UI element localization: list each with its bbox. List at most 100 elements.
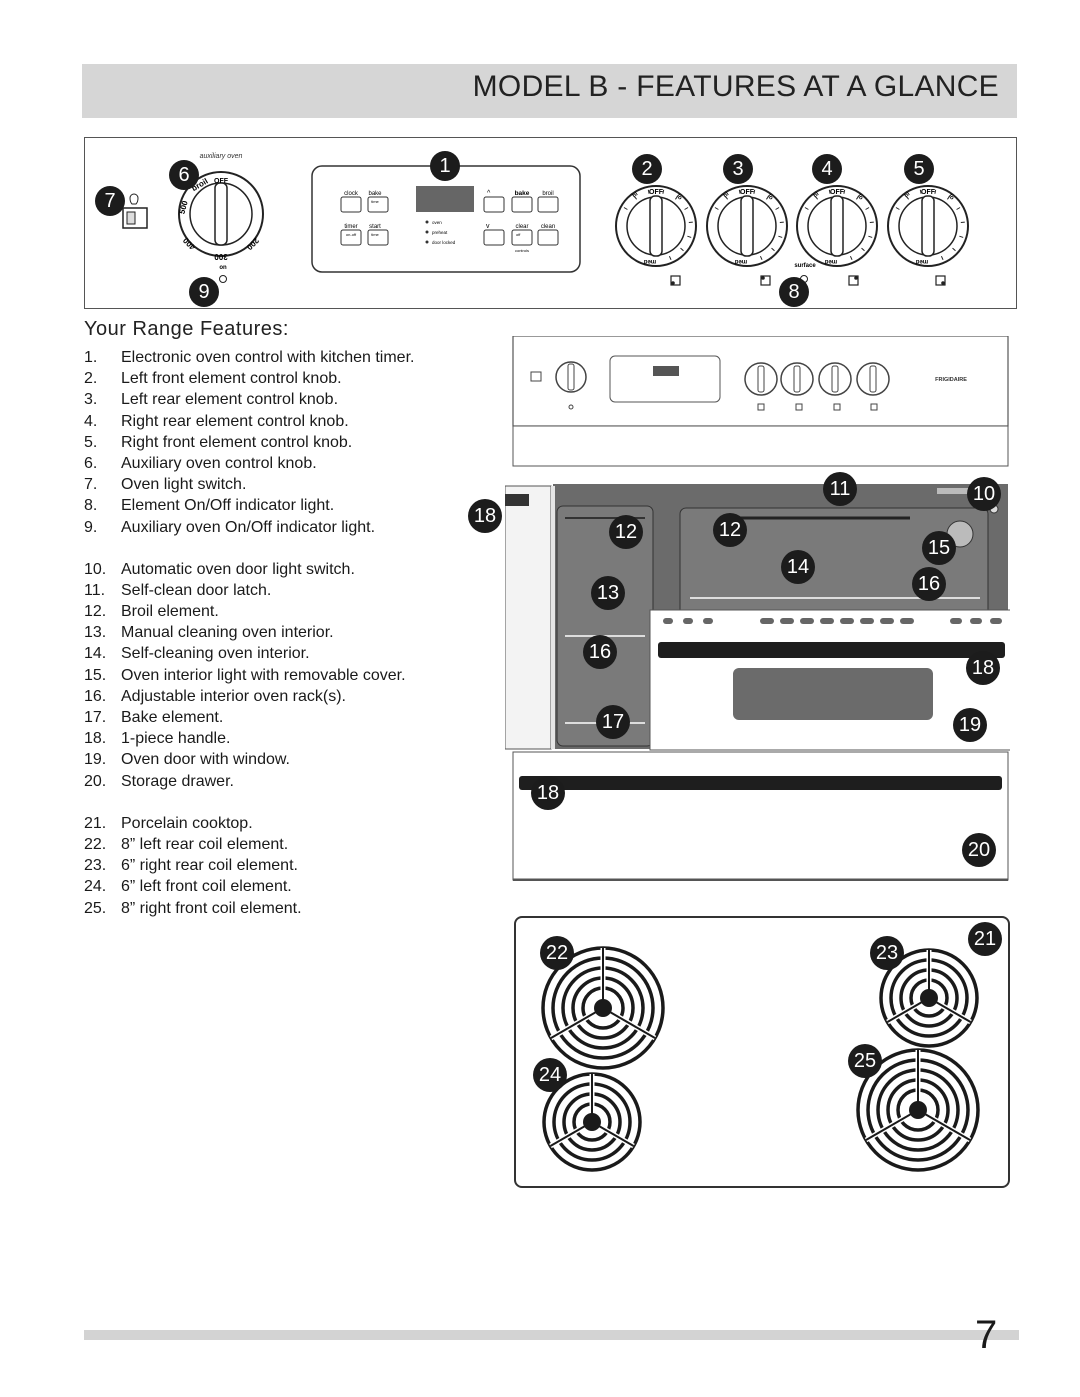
- feature-item: 21. Porcelain cooktop.: [84, 813, 414, 834]
- feature-text: Right front element control knob.: [121, 433, 353, 451]
- callout-5: 5: [904, 154, 934, 184]
- feature-item: 18.1-piece handle.: [84, 728, 414, 749]
- callout-25: 25: [848, 1044, 882, 1078]
- feature-text: 6” left front coil element.: [121, 878, 292, 896]
- feature-item: 1.Electronic oven control with kitchen t…: [84, 347, 414, 368]
- feature-text: Oven interior light with removable cover…: [121, 666, 406, 684]
- feature-number: 24.: [84, 878, 107, 896]
- feature-number: 17.: [84, 709, 107, 726]
- callout-17: 17: [596, 705, 630, 739]
- feature-number: 15.: [84, 666, 107, 684]
- callout-24: 24: [533, 1058, 567, 1092]
- feature-number: 14.: [84, 645, 107, 663]
- light-bulb-icon: [129, 193, 139, 205]
- feature-text: Left front element control knob.: [121, 370, 342, 388]
- svg-text:on-off: on-off: [346, 232, 357, 237]
- svg-text:hi: hi: [812, 191, 820, 199]
- feature-text: Oven door with window.: [121, 751, 290, 769]
- svg-text:bake: bake: [515, 190, 530, 197]
- aux-knob-300: 300: [214, 252, 228, 261]
- svg-text:timer: timer: [344, 224, 357, 230]
- feature-text: Self-clean door latch.: [121, 581, 272, 599]
- feature-text: Automatic oven door light switch.: [121, 560, 355, 578]
- feature-number: 6.: [84, 454, 98, 472]
- aux-knob-500: 500: [178, 199, 190, 215]
- callout-22: 22: [540, 936, 574, 970]
- feature-number: 5.: [84, 433, 98, 451]
- feature-item: 20.Storage drawer.: [84, 771, 414, 792]
- feature-item: 23.6” right rear coil element.: [84, 855, 414, 876]
- feature-item: 3.Left rear element control knob.: [84, 389, 414, 410]
- feature-item: 2.Left front element control knob.: [84, 368, 414, 389]
- callout-20: 20: [962, 833, 996, 867]
- feature-text: Bake element.: [121, 709, 224, 726]
- callout-14: 14: [781, 550, 815, 584]
- coil-element-24: [542, 1072, 642, 1172]
- brand-label: FRIGIDAIRE: [935, 377, 967, 383]
- feature-item: 11.Self-clean door latch.: [84, 580, 414, 601]
- feature-item: 24. 6” left front coil element.: [84, 876, 414, 897]
- drawer-handle: [519, 776, 1002, 790]
- callout-13: 13: [591, 576, 625, 610]
- range-front-drawing: FRIGIDAIRE: [504, 335, 1016, 882]
- svg-text:lo: lo: [856, 193, 864, 201]
- coil-element-23: [879, 948, 979, 1048]
- svg-text:clock: clock: [344, 191, 359, 197]
- element-position-icon-1: [670, 275, 681, 286]
- feature-item: 8.Element On/Off indicator light.: [84, 495, 414, 516]
- svg-text:bake: bake: [368, 191, 382, 197]
- element-position-icon-3: [848, 275, 859, 286]
- callout-15: 15: [922, 531, 956, 565]
- range-front-illustration: FRIGIDAIRE 10 11 12 12 13 14 15: [468, 335, 1016, 882]
- coil-element-22: [541, 946, 665, 1070]
- feature-item: 13.Manual cleaning oven interior.: [84, 622, 414, 643]
- svg-text:broil: broil: [542, 191, 553, 197]
- feature-number: 23.: [84, 857, 107, 875]
- feature-number: 16.: [84, 687, 107, 705]
- feature-text: Porcelain cooktop.: [121, 814, 253, 832]
- control-panel-drawing: auxiliary oven OFF broil 500 400 300 200…: [122, 153, 969, 286]
- svg-text:start: start: [369, 224, 381, 230]
- svg-text:OFF: OFF: [830, 189, 845, 196]
- oven-door-handle: [658, 642, 1005, 658]
- feature-number: 21.: [84, 814, 107, 832]
- svg-text:controls: controls: [515, 248, 529, 253]
- feature-item: 19.Oven door with window.: [84, 749, 414, 770]
- callout-6: 6: [169, 160, 199, 190]
- feature-number: 12.: [84, 603, 107, 621]
- aux-oven-label: auxiliary oven: [200, 153, 243, 160]
- svg-text:lo: lo: [766, 193, 774, 201]
- callout-11: 11: [823, 472, 857, 506]
- svg-text:hi: hi: [631, 191, 639, 199]
- feature-item: 5. Right front element control knob.: [84, 432, 414, 453]
- surface-label: surface: [794, 263, 816, 269]
- feature-number: 25.: [84, 899, 107, 917]
- feature-list: 1.Electronic oven control with kitchen t…: [84, 347, 414, 919]
- callout-9: 9: [189, 277, 219, 307]
- callout-21: 21: [968, 922, 1002, 956]
- svg-text:lo: lo: [947, 193, 955, 201]
- callout-2: 2: [632, 154, 662, 184]
- electronic-oven-control: clock bake time timer on-off start time …: [311, 165, 581, 273]
- control-panel-illustration: auxiliary oven OFF broil 500 400 300 200…: [84, 137, 1017, 309]
- aux-on-label: on: [219, 265, 227, 271]
- svg-text:med: med: [644, 258, 657, 264]
- feature-text: Auxiliary oven control knob.: [121, 454, 317, 472]
- feature-number: 20.: [84, 772, 107, 790]
- feature-text: Manual cleaning oven interior.: [121, 624, 334, 642]
- section-heading: Your Range Features:: [84, 318, 289, 340]
- aux-indicator-light: [219, 275, 227, 283]
- feature-item: 4.Right rear element control knob.: [84, 411, 414, 432]
- aux-knob-off: OFF: [214, 178, 229, 185]
- oven-door-window: [733, 668, 933, 720]
- svg-text:med: med: [735, 258, 748, 264]
- svg-text:med: med: [916, 258, 929, 264]
- callout-3: 3: [723, 154, 753, 184]
- callout-18c: 18: [531, 776, 565, 810]
- svg-text:v: v: [486, 223, 490, 230]
